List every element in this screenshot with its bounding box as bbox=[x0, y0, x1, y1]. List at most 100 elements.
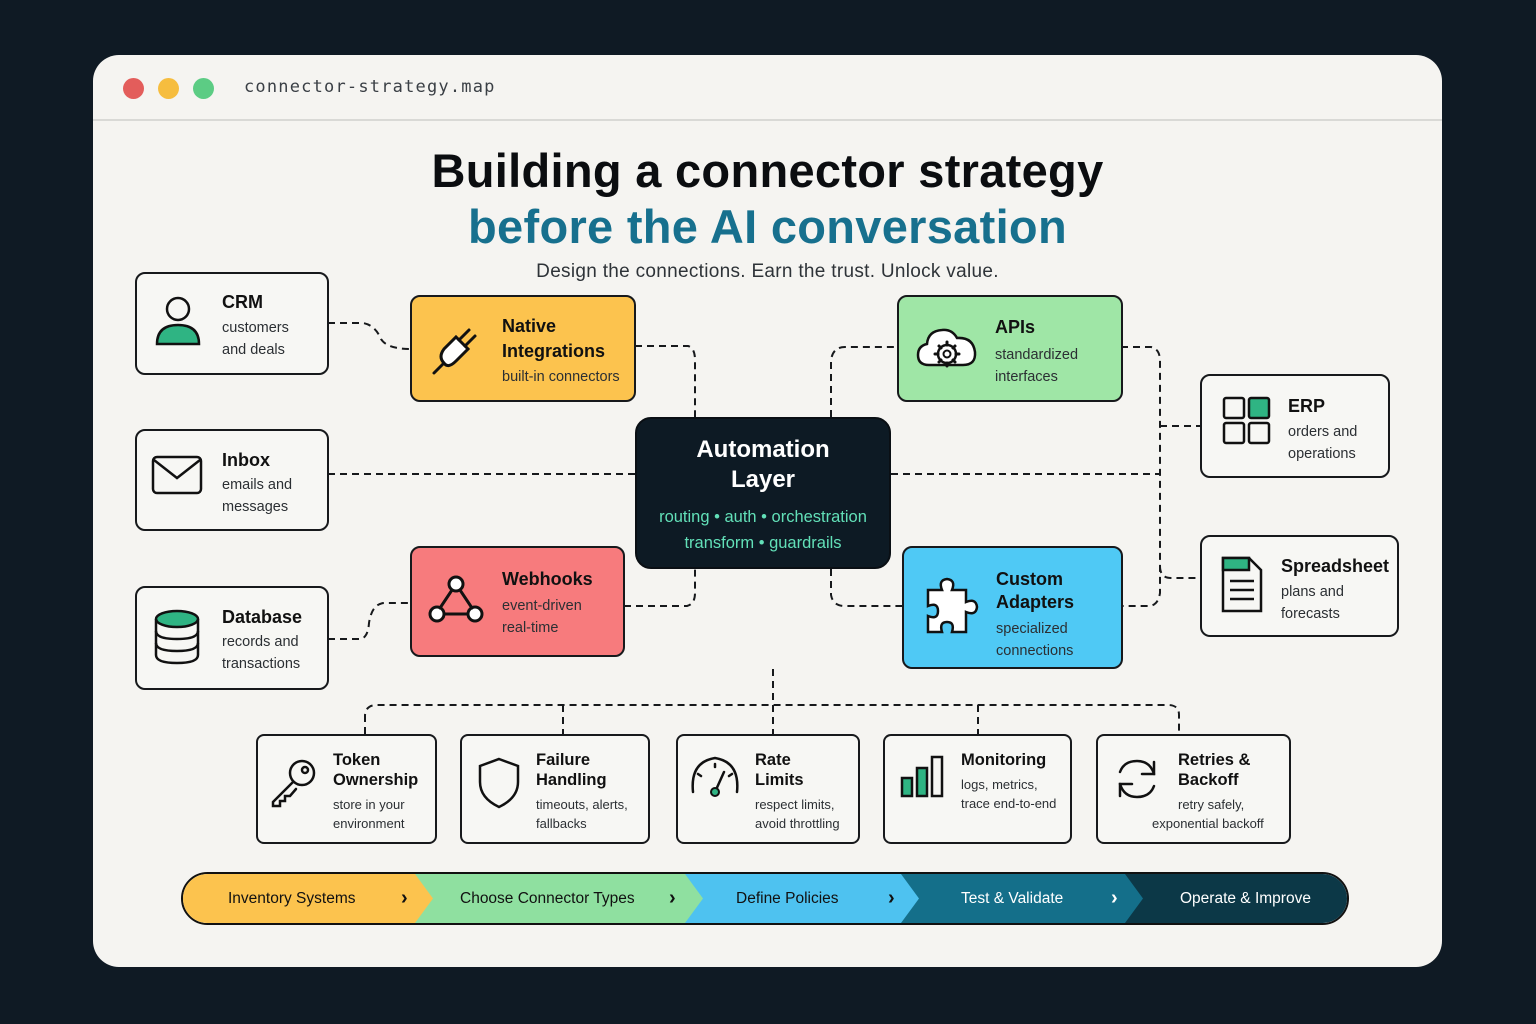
chevron-right-icon: › bbox=[888, 887, 895, 909]
step-inventory-systems[interactable]: Inventory Systems › bbox=[183, 874, 433, 923]
erp-desc-line2: operations bbox=[1288, 446, 1356, 462]
database-desc-line2: transactions bbox=[222, 656, 301, 672]
monitoring-title: Monitoring bbox=[961, 751, 1047, 769]
minimize-window-button[interactable] bbox=[158, 78, 179, 99]
monitoring-desc-line2: trace end-to-end bbox=[961, 796, 1057, 811]
hub-tags-line1: routing • auth • orchestration bbox=[659, 508, 867, 526]
crm-desc-line1: customers bbox=[222, 320, 289, 336]
failure-title-line1: Failure bbox=[536, 751, 591, 769]
page-title-highlight: before the AI conversation bbox=[468, 200, 1067, 253]
custom-desc-line1: specialized bbox=[996, 621, 1068, 637]
cloud-gear-icon bbox=[916, 328, 977, 368]
hub-title-line2: Layer bbox=[730, 466, 796, 493]
maximize-window-button[interactable] bbox=[193, 78, 214, 99]
erp-title: ERP bbox=[1288, 396, 1326, 416]
connector-native-integrations[interactable]: Native Integrations built-in connectors bbox=[410, 295, 636, 402]
database-icon bbox=[154, 609, 200, 665]
bar-chart-icon bbox=[900, 755, 944, 798]
page-title: Building a connector strategy bbox=[431, 144, 1104, 197]
custom-title-line1: Custom bbox=[996, 569, 1063, 589]
retries-desc-line1: retry safely, bbox=[1178, 797, 1245, 812]
step-choose-connector-types[interactable]: Choose Connector Types › bbox=[413, 874, 703, 923]
step-define-policies[interactable]: Define Policies › bbox=[683, 874, 919, 923]
rate-desc-line1: respect limits, bbox=[755, 797, 835, 812]
step-3-label: Define Policies bbox=[736, 890, 839, 907]
source-spreadsheet[interactable]: Spreadsheet plans and forecasts bbox=[1200, 535, 1399, 637]
gauge-icon bbox=[691, 756, 739, 797]
source-database[interactable]: Database records and transactions bbox=[135, 586, 329, 690]
hub-tags-line2: transform • guardrails bbox=[684, 533, 842, 552]
native-desc: built-in connectors bbox=[502, 369, 620, 385]
puzzle-icon bbox=[926, 577, 979, 634]
step-2-label: Choose Connector Types bbox=[460, 890, 635, 907]
step-operate-improve[interactable]: Operate & Improve bbox=[1123, 874, 1347, 923]
chevron-right-icon: › bbox=[669, 887, 676, 909]
plug-icon bbox=[432, 328, 477, 375]
token-title-line2: Ownership bbox=[333, 771, 419, 789]
source-crm[interactable]: CRM customers and deals bbox=[135, 272, 329, 375]
database-title: Database bbox=[222, 607, 303, 627]
failure-desc-line1: timeouts, alerts, bbox=[536, 797, 628, 812]
step-test-validate[interactable]: Test & Validate › bbox=[899, 874, 1143, 923]
rate-title-line2: Limits bbox=[755, 771, 804, 789]
inbox-desc-line1: emails and bbox=[222, 477, 293, 493]
step-4-label: Test & Validate bbox=[961, 890, 1064, 907]
custom-title-line2: Adapters bbox=[996, 592, 1075, 612]
token-desc-line2: environment bbox=[333, 816, 405, 831]
hub-title: Automation Layer bbox=[637, 435, 889, 495]
app-window: connector-strategy.map Building a connec… bbox=[93, 55, 1442, 967]
retries-title-line1: Retries & bbox=[1178, 751, 1251, 769]
process-steps-bar: Inventory Systems › Choose Connector Typ… bbox=[181, 872, 1349, 925]
monitoring-desc-line1: logs, metrics, bbox=[961, 777, 1038, 792]
inbox-title: Inbox bbox=[222, 450, 270, 470]
database-desc-line1: records and bbox=[222, 634, 299, 650]
crm-title: CRM bbox=[222, 292, 263, 312]
policy-rate-limits[interactable]: Rate Limits respect limits, avoid thrott… bbox=[676, 734, 860, 844]
close-window-button[interactable] bbox=[123, 78, 144, 99]
policy-retries-backoff[interactable]: Retries & Backoff retry safely, exponent… bbox=[1096, 734, 1291, 844]
token-title-line1: Token bbox=[333, 751, 381, 769]
failure-desc-line2: fallbacks bbox=[536, 816, 587, 831]
apis-title: APIs bbox=[995, 317, 1036, 337]
retries-title-line2: Backoff bbox=[1178, 771, 1239, 789]
connection-lines bbox=[328, 322, 1201, 734]
retries-desc-line2: exponential backoff bbox=[1152, 816, 1264, 831]
spreadsheet-desc-line1: plans and bbox=[1281, 584, 1344, 600]
policy-token-ownership[interactable]: Token Ownership store in your environmen… bbox=[256, 734, 437, 844]
policy-monitoring[interactable]: Monitoring logs, metrics, trace end-to-e… bbox=[883, 734, 1072, 844]
title-bar: connector-strategy.map bbox=[93, 55, 1442, 121]
rate-title-line1: Rate bbox=[755, 751, 791, 769]
failure-title-line2: Handling bbox=[536, 771, 607, 789]
chevron-right-icon: › bbox=[401, 887, 408, 909]
window-title: connector-strategy.map bbox=[244, 77, 496, 97]
refresh-icon bbox=[1118, 759, 1156, 799]
webhook-icon bbox=[428, 575, 484, 623]
token-desc-line1: store in your bbox=[333, 797, 405, 812]
step-1-label: Inventory Systems bbox=[228, 890, 356, 907]
policy-failure-handling[interactable]: Failure Handling timeouts, alerts, fallb… bbox=[460, 734, 650, 844]
envelope-icon bbox=[151, 455, 203, 495]
hub-title-line1: Automation bbox=[696, 436, 830, 463]
rate-desc-line2: avoid throttling bbox=[755, 816, 840, 831]
apis-desc-line1: standardized bbox=[995, 347, 1079, 363]
webhooks-desc-line2: real-time bbox=[502, 620, 559, 636]
webhooks-title: Webhooks bbox=[502, 569, 593, 589]
crm-desc-line2: and deals bbox=[222, 342, 285, 358]
custom-desc-line2: connections bbox=[996, 643, 1074, 659]
automation-layer-hub[interactable]: Automation Layer routing • auth • orches… bbox=[635, 417, 891, 569]
shield-icon bbox=[478, 757, 520, 809]
native-title-line1: Native bbox=[502, 316, 557, 336]
page-subtitle: Design the connections. Earn the trust. … bbox=[536, 261, 999, 282]
connector-webhooks[interactable]: Webhooks event-driven real-time bbox=[410, 546, 625, 657]
step-5-label: Operate & Improve bbox=[1180, 890, 1311, 907]
connector-custom-adapters[interactable]: Custom Adapters specialized connections bbox=[902, 546, 1123, 669]
source-inbox[interactable]: Inbox emails and messages bbox=[135, 429, 329, 531]
webhooks-desc-line1: event-driven bbox=[502, 598, 582, 614]
erp-desc-line1: orders and bbox=[1288, 424, 1358, 440]
key-icon bbox=[271, 759, 316, 808]
connector-apis[interactable]: APIs standardized interfaces bbox=[897, 295, 1123, 402]
hub-tags: routing • auth • orchestration transform… bbox=[637, 505, 889, 556]
chevron-right-icon: › bbox=[1111, 887, 1118, 909]
source-erp[interactable]: ERP orders and operations bbox=[1200, 374, 1390, 478]
apis-desc-line2: interfaces bbox=[995, 369, 1058, 385]
